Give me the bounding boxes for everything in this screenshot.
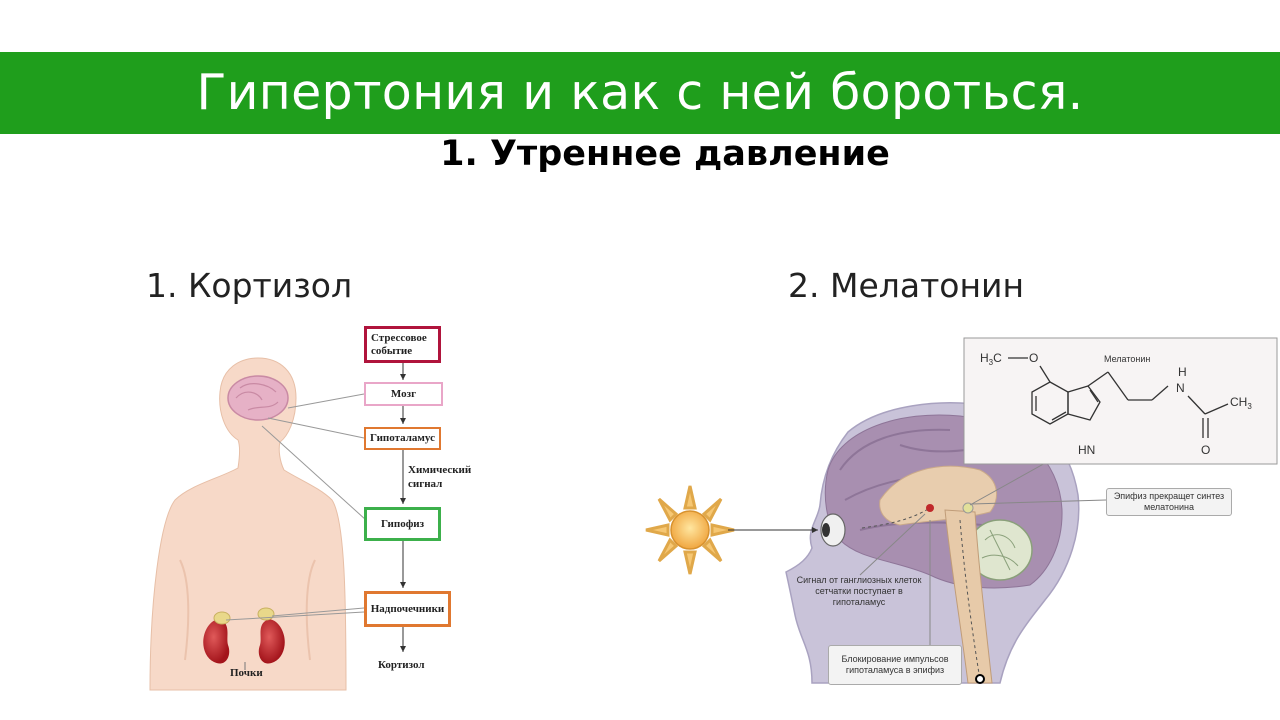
slide-title: Гипертония и как с ней бороться. [196,64,1084,121]
caption-blocking: Блокирование импульсов гипоталамуса в эп… [828,645,962,685]
molecule-panel [963,337,1278,465]
left-kidney [203,619,230,664]
flow-pituitary: Гипофиз [364,507,441,541]
sun-icon [645,485,735,575]
kidneys-label: Почки [230,667,263,679]
epiphysis-dot [962,502,974,514]
head-illustration [785,402,1080,684]
formula-carbonyl: O [1201,443,1210,457]
hypothalamus-dot [926,504,934,512]
formula-ch3: CH3 [1230,395,1252,411]
flow-chemical-signal: Химический сигнал [408,464,472,490]
formula-oxygen: O [1029,351,1038,365]
caption-epiphysis: Эпифиз прекращет синтез мелатонина [1106,488,1232,516]
flow-adrenals: Надпочечники [364,591,451,627]
flow-hypothalamus: Гипоталамус [364,427,441,450]
flow-brain: Мозг [364,382,443,406]
title-banner: Гипертония и как с ней бороться. [0,52,1280,134]
melatonin-structure [1008,357,1229,438]
slide-subtitle: 1. Утреннее давление [440,134,890,174]
left-adrenal [213,611,231,625]
brain-shape [227,375,289,421]
flow-stress-event: Стрессовое событие [364,326,441,363]
formula-hn: HN [1078,443,1095,457]
formula-methyl: H3C [980,351,1002,367]
section-heading-melatonin: 2. Мелатонин [788,266,1025,305]
body-pointer-lines [225,393,367,621]
eye-shape [820,513,846,547]
brainstem-shape [944,509,993,684]
right-kidney [258,619,285,664]
flow-cortisol: Кортизол [378,659,425,671]
caption-retina-signal: Сигнал от ганглиозных клеток сетчатки по… [796,575,922,607]
section-heading-cortisol: 1. Кортизол [146,266,353,305]
molecule-name: Мелатонин [1104,354,1150,364]
human-body-illustration [149,357,347,691]
